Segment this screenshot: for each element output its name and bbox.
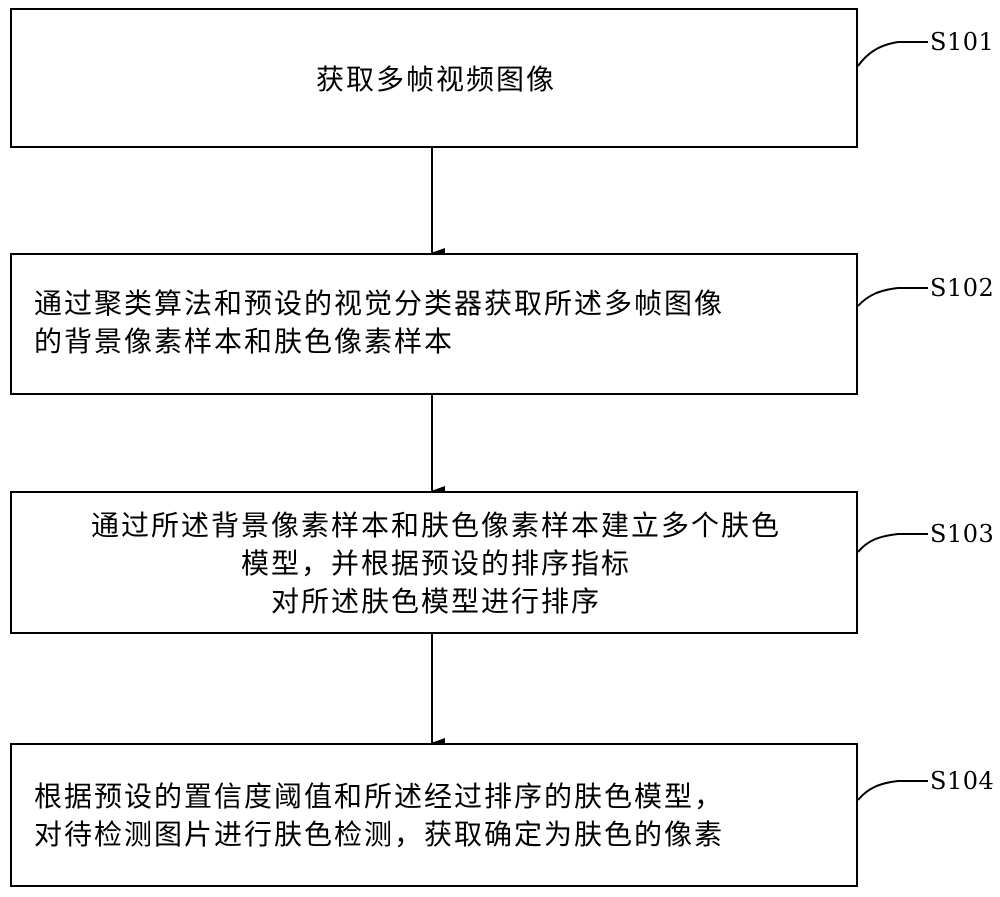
step-text-s101: 获取多帧视频图像 <box>34 61 838 99</box>
step-text-line: 通过所述背景像素样本和肤色像素样本建立多个肤色 <box>90 509 781 542</box>
step-text-line: 模型，并根据预设的排序指标 <box>240 547 631 580</box>
leader-curve-s102 <box>857 287 928 307</box>
step-label-s101: S101 <box>930 28 995 56</box>
step-box-s101: 获取多帧视频图像 <box>10 8 858 148</box>
step-box-s103: 通过所述背景像素样本和肤色像素样本建立多个肤色 模型，并根据预设的排序指标 对所… <box>10 491 858 634</box>
leader-curve-s101 <box>857 41 928 67</box>
step-box-s104: 根据预设的置信度阈值和所述经过排序的肤色模型， 对待检测图片进行肤色检测，获取确… <box>10 743 858 887</box>
step-label-s104: S104 <box>930 767 995 795</box>
step-label-s103: S103 <box>930 520 995 548</box>
step-box-s102: 通过聚类算法和预设的视觉分类器获取所述多帧图像 的背景像素样本和肤色像素样本 <box>10 253 858 395</box>
step-label-s102: S102 <box>930 274 995 302</box>
step-text-s104: 根据预设的置信度阈值和所述经过排序的肤色模型， 对待检测图片进行肤色检测，获取确… <box>34 778 838 854</box>
step-text-s103: 通过所述背景像素样本和肤色像素样本建立多个肤色 模型，并根据预设的排序指标 对所… <box>34 507 838 621</box>
step-text-line: 根据预设的置信度阈值和所述经过排序的肤色模型， <box>34 780 725 813</box>
step-text-line: 的背景像素样本和肤色像素样本 <box>34 325 455 358</box>
step-text-line: 对待检测图片进行肤色检测，获取确定为肤色的像素 <box>34 818 725 851</box>
step-text-s102: 通过聚类算法和预设的视觉分类器获取所述多帧图像 的背景像素样本和肤色像素样本 <box>34 285 838 361</box>
step-text-line: 获取多帧视频图像 <box>315 63 556 96</box>
leader-curve-s103 <box>857 533 928 553</box>
leader-curve-s104 <box>857 780 928 801</box>
step-text-line: 对所述肤色模型进行排序 <box>270 585 601 618</box>
step-text-line: 通过聚类算法和预设的视觉分类器获取所述多帧图像 <box>34 287 725 320</box>
